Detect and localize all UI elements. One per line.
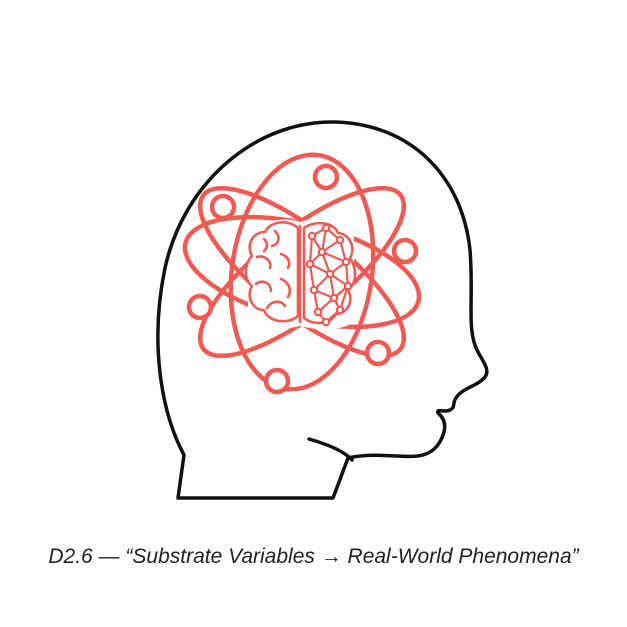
brain-fold xyxy=(279,277,292,299)
brain-icon xyxy=(244,221,302,324)
brain-hemisphere xyxy=(244,221,300,323)
brain-fold xyxy=(254,280,273,293)
electron xyxy=(263,367,291,395)
electrons xyxy=(186,163,419,395)
brain-fold xyxy=(262,237,269,253)
head-outline xyxy=(156,120,489,500)
electron xyxy=(391,237,419,265)
brain-fold xyxy=(255,255,272,270)
network-nodes xyxy=(305,223,353,327)
brain-fold xyxy=(279,252,291,270)
jaw-line xyxy=(307,437,354,462)
brain-fold xyxy=(270,229,280,248)
network-hemisphere xyxy=(302,221,357,325)
electron xyxy=(312,163,340,191)
head-profile-icon xyxy=(156,120,489,500)
brain-fold xyxy=(265,300,287,310)
electron xyxy=(364,339,392,367)
electron xyxy=(186,293,214,321)
figure-caption: D2.6 — “Substrate Variables → Real-World… xyxy=(48,545,579,568)
electron xyxy=(209,193,237,221)
neural-network-icon xyxy=(302,221,357,327)
